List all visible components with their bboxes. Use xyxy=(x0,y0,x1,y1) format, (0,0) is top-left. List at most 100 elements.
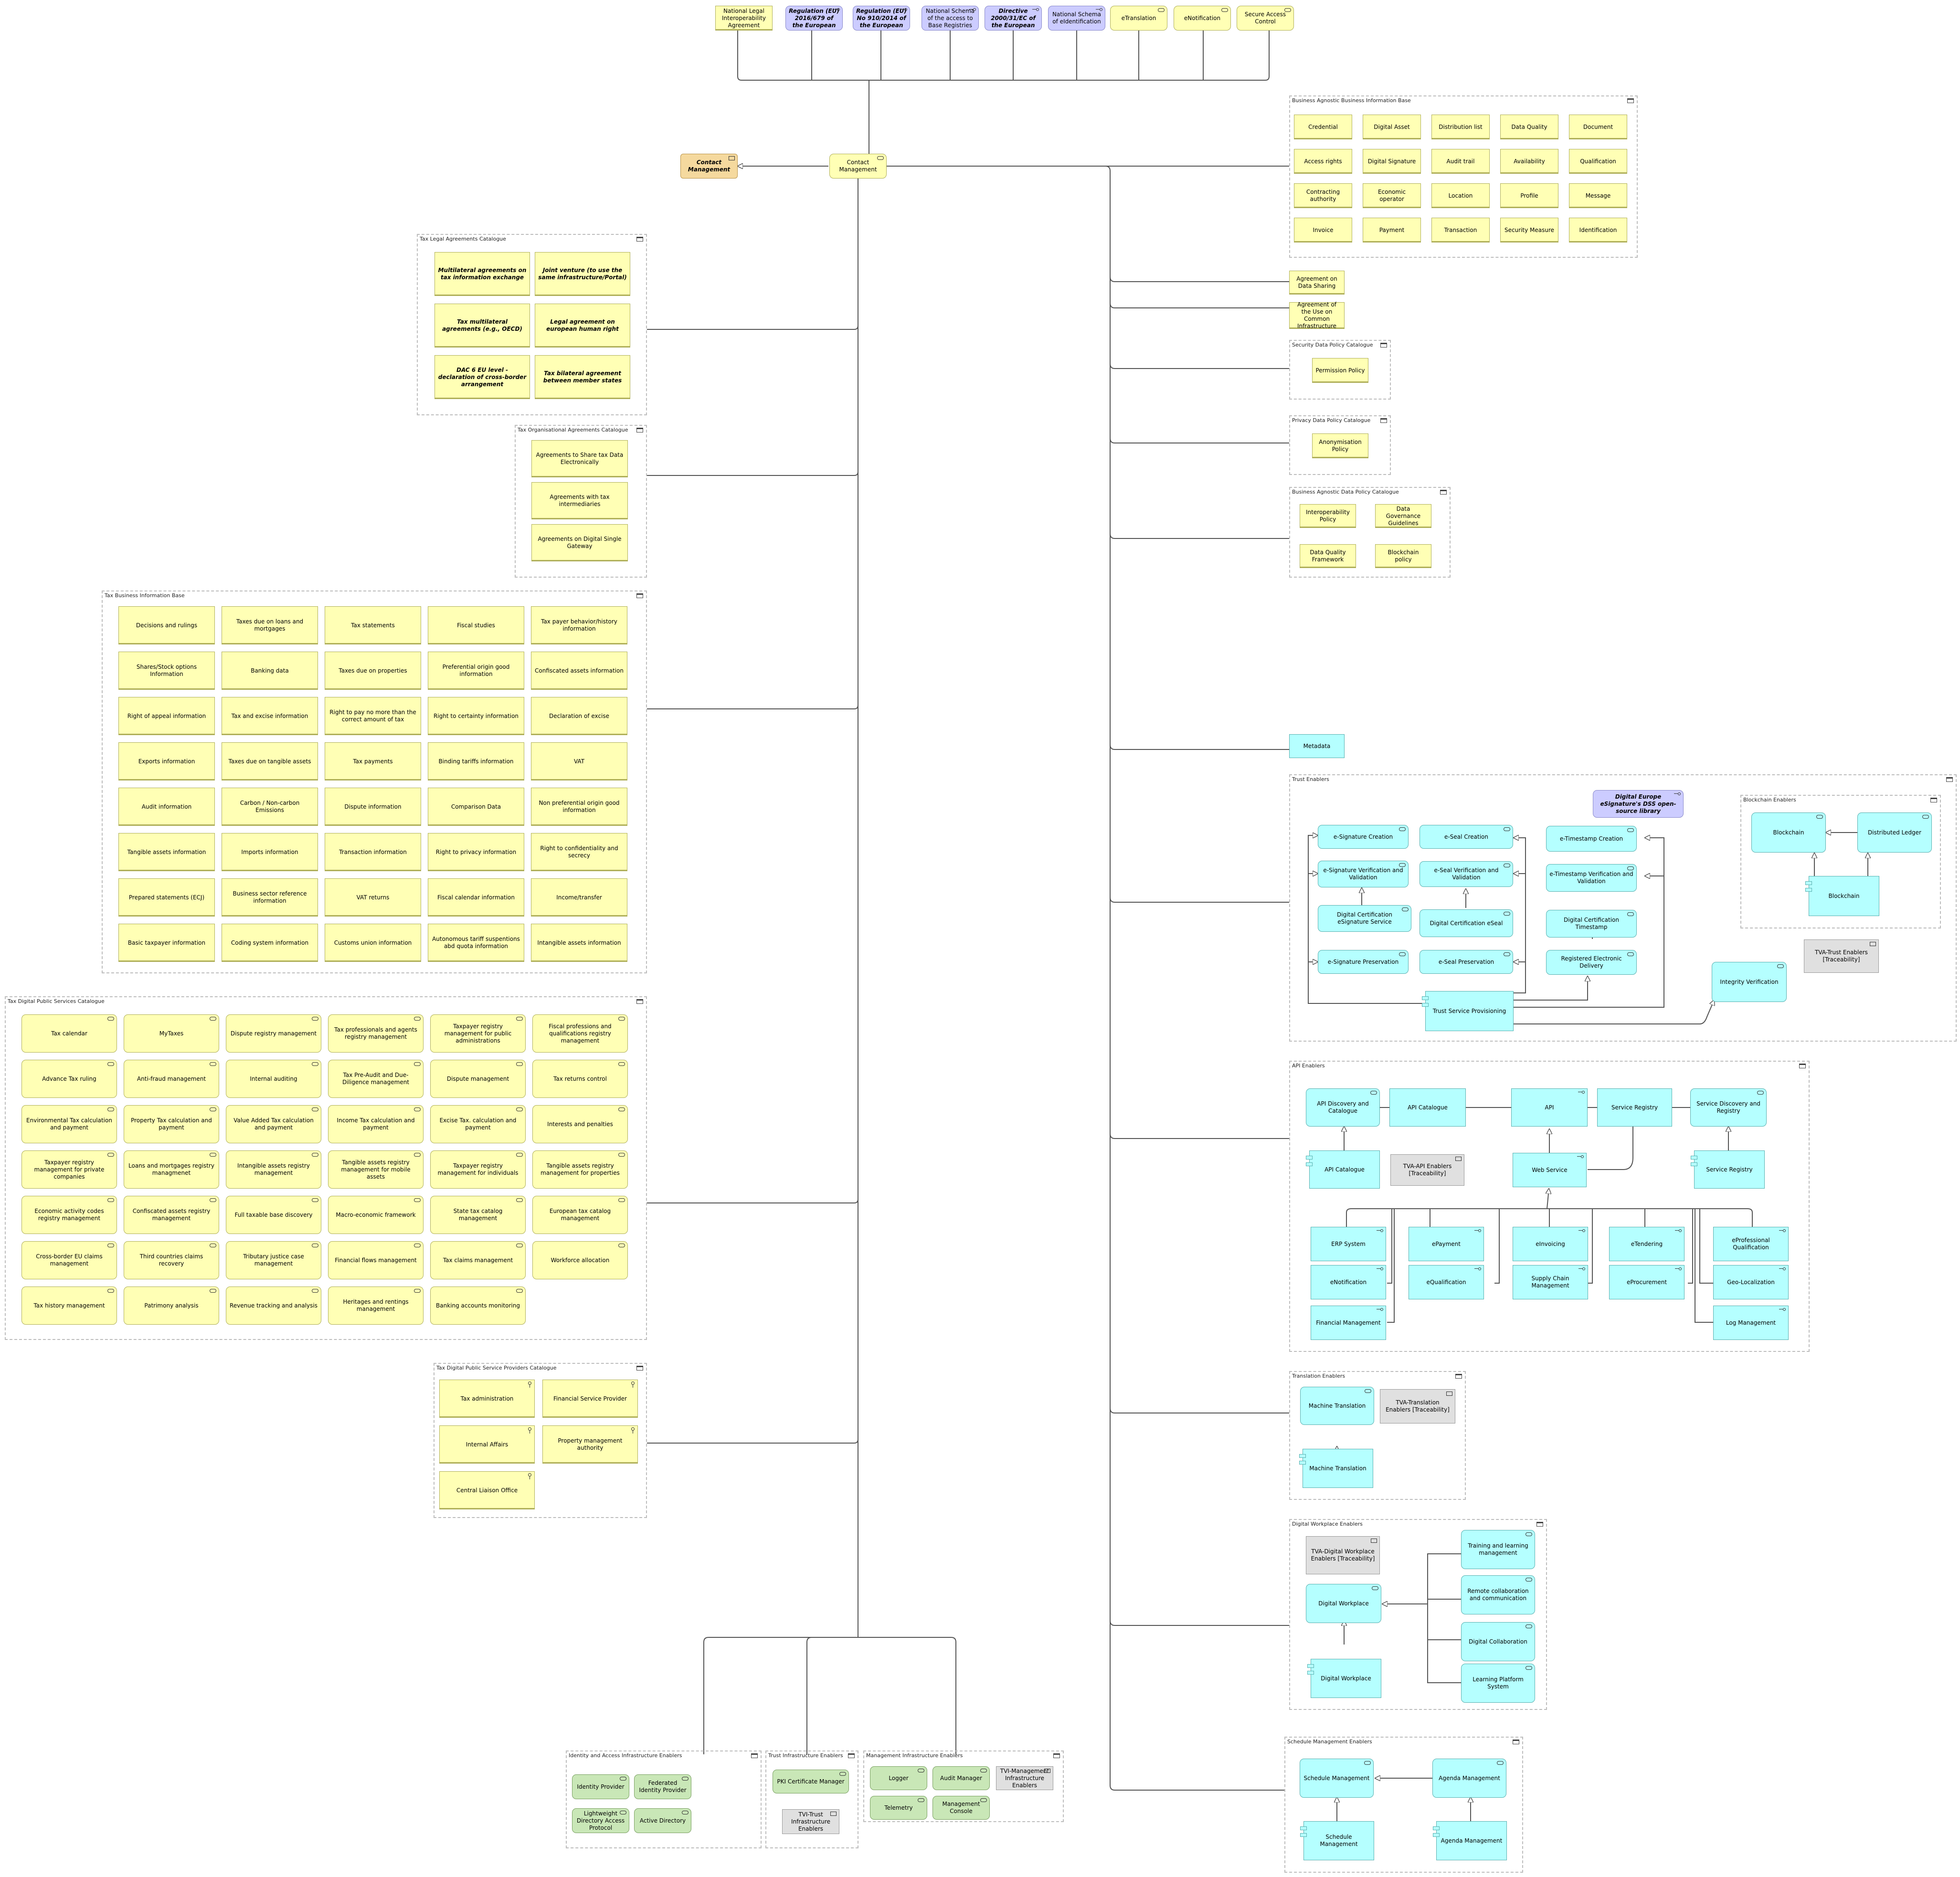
tax-public-service[interactable]: Third countries claims recovery xyxy=(124,1241,219,1279)
tax-public-service[interactable]: Excise Tax. calculation and payment xyxy=(430,1105,526,1143)
logger[interactable]: Logger xyxy=(870,1766,927,1790)
permission-policy[interactable]: Permission Policy xyxy=(1312,358,1368,383)
tax-public-service[interactable]: MyTaxes xyxy=(124,1014,219,1053)
org-agreement-item[interactable]: Agreements on Digital Single Gateway xyxy=(531,524,628,561)
tax-info-item[interactable]: Right to privacy information xyxy=(428,833,524,871)
business-agnostic-info-item[interactable]: Location xyxy=(1431,183,1490,208)
tax-info-item[interactable]: Non preferential origin good information xyxy=(531,788,627,826)
tax-public-service[interactable]: Fiscal professions and qualifications re… xyxy=(532,1014,628,1053)
tva-api-enablers[interactable]: TVA-API Enablers [Traceability] xyxy=(1390,1154,1464,1186)
training-learning-management[interactable]: Training and learning management xyxy=(1461,1530,1535,1569)
tax-public-service[interactable]: Tax returns control xyxy=(532,1060,628,1098)
tax-info-item[interactable]: Right of appeal information xyxy=(118,697,215,735)
digital-certification-esignature[interactable]: Digital Certification eSignature Service xyxy=(1318,905,1411,932)
tva-digital-workplace[interactable]: TVA-Digital Workplace Enablers [Traceabi… xyxy=(1306,1536,1380,1574)
pki-certificate-manager[interactable]: PKI Certificate Manager xyxy=(773,1770,849,1793)
eseal-preservation[interactable]: e-Seal Preservation xyxy=(1420,950,1513,974)
tax-public-service[interactable]: Interests and penalties xyxy=(532,1105,628,1143)
business-agnostic-info-item[interactable]: Invoice xyxy=(1294,218,1352,243)
blockchain-service[interactable]: Blockchain xyxy=(1751,812,1826,853)
api-catalogue-component[interactable]: API Catalogue xyxy=(1306,1150,1380,1189)
tax-public-service[interactable]: Cross-border EU claims management xyxy=(21,1241,117,1279)
api-consumer-log[interactable]: Log Management xyxy=(1713,1306,1789,1340)
service-provider-actor[interactable]: Financial Service Provider xyxy=(542,1380,638,1418)
identity-provider[interactable]: Identity Provider xyxy=(572,1774,629,1799)
tax-public-service[interactable]: Advance Tax ruling xyxy=(21,1060,117,1098)
esignature-creation[interactable]: e-Signature Creation xyxy=(1318,825,1409,849)
tax-info-item[interactable]: Tax payments xyxy=(325,742,421,780)
api-consumer-geo[interactable]: Geo-Localization xyxy=(1713,1265,1789,1299)
business-agnostic-info-item[interactable]: Contracting authority xyxy=(1294,183,1352,208)
tax-public-service[interactable]: Economic activity codes registry managem… xyxy=(21,1196,117,1234)
tax-info-item[interactable]: Fiscal studies xyxy=(428,606,524,644)
tax-public-service[interactable]: Tributary justice case management xyxy=(226,1241,321,1279)
trust-service-provisioning[interactable]: Trust Service Provisioning xyxy=(1422,991,1514,1031)
api-consumer-financial[interactable]: Financial Management xyxy=(1311,1306,1386,1340)
business-agnostic-info-item[interactable]: Qualification xyxy=(1569,149,1627,174)
driver-regulation-910[interactable]: Regulation (EU) No 910/2014 of the Europ… xyxy=(853,6,910,31)
tax-info-item[interactable]: VAT xyxy=(531,742,627,780)
tax-public-service[interactable]: Tax calendar xyxy=(21,1014,117,1053)
digital-certification-timestamp[interactable]: Digital Certification Timestamp xyxy=(1546,910,1637,938)
ldap[interactable]: Lightweight Directory Access Protocol xyxy=(572,1808,629,1833)
tax-public-service[interactable]: Environmental Tax calculation and paymen… xyxy=(21,1105,117,1143)
tva-translation-enablers[interactable]: TVA-Translation Enablers [Traceability] xyxy=(1380,1389,1455,1424)
tax-public-service[interactable]: Taxpayer registry management for individ… xyxy=(430,1150,526,1189)
org-agreement-item[interactable]: Agreements to Share tax Data Electronica… xyxy=(531,440,628,477)
web-service[interactable]: Web Service xyxy=(1513,1153,1587,1187)
agreement-common-infrastructure[interactable]: Agreement of the Use on Common Infrastru… xyxy=(1289,301,1345,329)
driver-secure-access[interactable]: Secure Access Control xyxy=(1237,6,1294,31)
driver-national-legal[interactable]: National Legal Interoperability Agreemen… xyxy=(715,6,773,31)
service-provider-actor[interactable]: Internal Affairs xyxy=(439,1425,535,1464)
business-agnostic-info-item[interactable]: Payment xyxy=(1363,218,1421,243)
integrity-verification[interactable]: Integrity Verification xyxy=(1712,962,1787,1002)
tax-info-item[interactable]: Tax payer behavior/history information xyxy=(531,606,627,644)
service-provider-actor[interactable]: Property management authority xyxy=(542,1425,638,1464)
tax-info-item[interactable]: Taxes due on loans and mortgages xyxy=(222,606,318,644)
dss-library[interactable]: Digital Europe eSignature's DSS open-sou… xyxy=(1593,790,1684,818)
business-agnostic-info-item[interactable]: Security Measure xyxy=(1500,218,1558,243)
tax-info-item[interactable]: Confiscated assets information xyxy=(531,652,627,690)
driver-directive-2000[interactable]: Directive 2000/31/EC of the European xyxy=(985,6,1042,31)
tax-info-item[interactable]: Comparison Data xyxy=(428,788,524,826)
blockchain-policy[interactable]: Blockchain policy xyxy=(1375,544,1431,568)
tax-public-service[interactable]: Revenue tracking and analysis xyxy=(226,1286,321,1325)
business-agnostic-info-item[interactable]: Identification xyxy=(1569,218,1627,243)
org-agreement-item[interactable]: Agreements with tax intermediaries xyxy=(531,482,628,519)
digital-workplace-component[interactable]: Digital Workplace xyxy=(1307,1659,1381,1698)
agenda-management-component[interactable]: Agenda Management xyxy=(1433,1821,1507,1860)
tax-info-item[interactable]: Binding tariffs information xyxy=(428,742,524,780)
tax-info-item[interactable]: VAT returns xyxy=(325,878,421,917)
tax-info-item[interactable]: Autonomous tariff suspentions abd quota … xyxy=(428,924,524,962)
tvi-trust-infrastructure[interactable]: TVI-Trust Infrastructure Enablers xyxy=(782,1809,839,1834)
service-provider-actor[interactable]: Tax administration xyxy=(439,1380,535,1418)
business-agnostic-info-item[interactable]: Message xyxy=(1569,183,1627,208)
agreement-data-sharing[interactable]: Agreement on Data Sharing xyxy=(1289,271,1345,295)
tax-info-item[interactable]: Fiscal calendar information xyxy=(428,878,524,917)
tax-public-service[interactable]: Patrimony analysis xyxy=(124,1286,219,1325)
digital-collaboration[interactable]: Digital Collaboration xyxy=(1461,1622,1535,1661)
tax-info-item[interactable]: Shares/Stock options Information xyxy=(118,652,215,690)
business-agnostic-info-item[interactable]: Digital Signature xyxy=(1363,149,1421,174)
tax-public-service[interactable]: Financial flows management xyxy=(328,1241,424,1279)
blockchain-component[interactable]: Blockchain xyxy=(1805,876,1879,916)
tax-public-service[interactable]: Dispute registry management xyxy=(226,1014,321,1053)
tax-info-item[interactable]: Right to confidentiality and secrecy xyxy=(531,833,627,871)
business-agnostic-info-item[interactable]: Audit trail xyxy=(1431,149,1490,174)
api-consumer-supply[interactable]: Supply Chain Management xyxy=(1513,1265,1588,1299)
tax-public-service[interactable]: Tax history management xyxy=(21,1286,117,1325)
api-interface[interactable]: API xyxy=(1511,1088,1588,1127)
business-agnostic-info-item[interactable]: Economic operator xyxy=(1363,183,1421,208)
data-quality-framework[interactable]: Data Quality Framework xyxy=(1300,544,1356,568)
audit-manager[interactable]: Audit Manager xyxy=(932,1766,990,1790)
tax-info-item[interactable]: Audit information xyxy=(118,788,215,826)
tax-info-item[interactable]: Right to certainty information xyxy=(428,697,524,735)
legal-agreement-item[interactable]: Multilateral agreements on tax informati… xyxy=(434,252,530,296)
tax-info-item[interactable]: Taxes due on properties xyxy=(325,652,421,690)
tax-info-item[interactable]: Tax statements xyxy=(325,606,421,644)
legal-agreement-item[interactable]: Legal agreement on european human right xyxy=(535,304,630,348)
tax-info-item[interactable]: Dispute information xyxy=(325,788,421,826)
tax-info-item[interactable]: Preferential origin good information xyxy=(428,652,524,690)
esignature-verification[interactable]: e-Signature Verification and Validation xyxy=(1318,861,1409,887)
service-registry-data[interactable]: Service Registry xyxy=(1597,1088,1672,1127)
